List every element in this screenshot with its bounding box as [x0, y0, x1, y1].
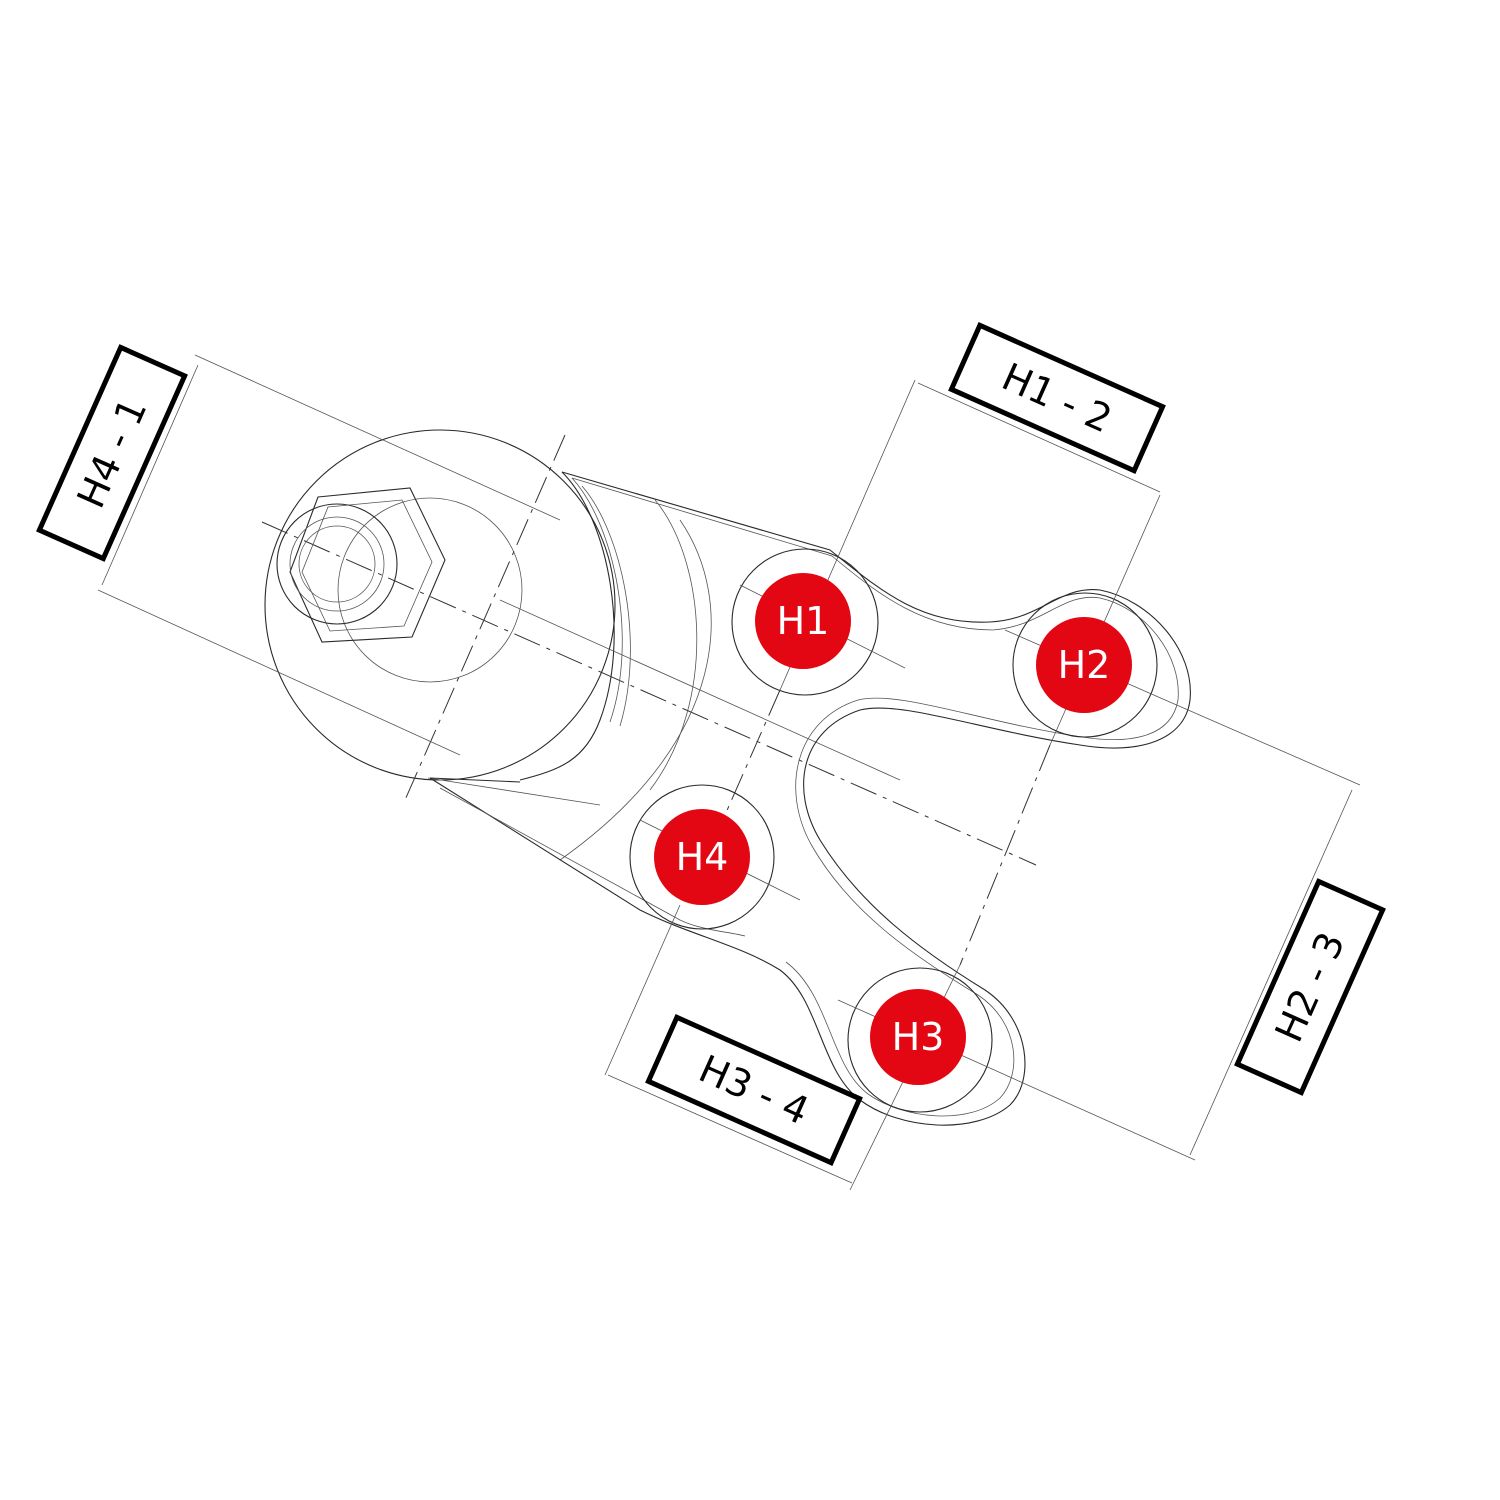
housing — [427, 471, 901, 861]
main-axis-centerline — [261, 521, 1037, 866]
hole-dot-h1 — [755, 573, 851, 669]
hole-label-h3: H3 — [892, 1015, 945, 1059]
dimension-label-h1-2: H1 - 2 — [948, 322, 1166, 474]
hole-label-h1: H1 — [777, 599, 830, 643]
hole-rings — [629, 548, 1158, 1113]
dimension-label-h2-3: H2 - 3 — [1234, 878, 1386, 1096]
hole-dot-h2 — [1036, 617, 1132, 713]
mounting-plate — [429, 471, 1191, 1126]
hole-label-h2: H2 — [1058, 643, 1111, 687]
hole-dot-h3 — [870, 989, 966, 1085]
dimension-lines — [97, 354, 1353, 1184]
hole-marker-h4: H4 — [654, 809, 750, 905]
hole-marker-h1: H1 — [755, 573, 851, 669]
dimension-label-h3-4: H3 - 4 — [645, 1014, 863, 1166]
stud-and-nut — [276, 487, 446, 643]
hole-marker-h3: H3 — [870, 989, 966, 1085]
dimension-label-h4-1: H4 - 1 — [36, 344, 188, 562]
hole-label-h4: H4 — [676, 835, 729, 879]
hole-marker-h2: H2 — [1036, 617, 1132, 713]
flange — [264, 429, 616, 801]
hole-dot-h4 — [654, 809, 750, 905]
